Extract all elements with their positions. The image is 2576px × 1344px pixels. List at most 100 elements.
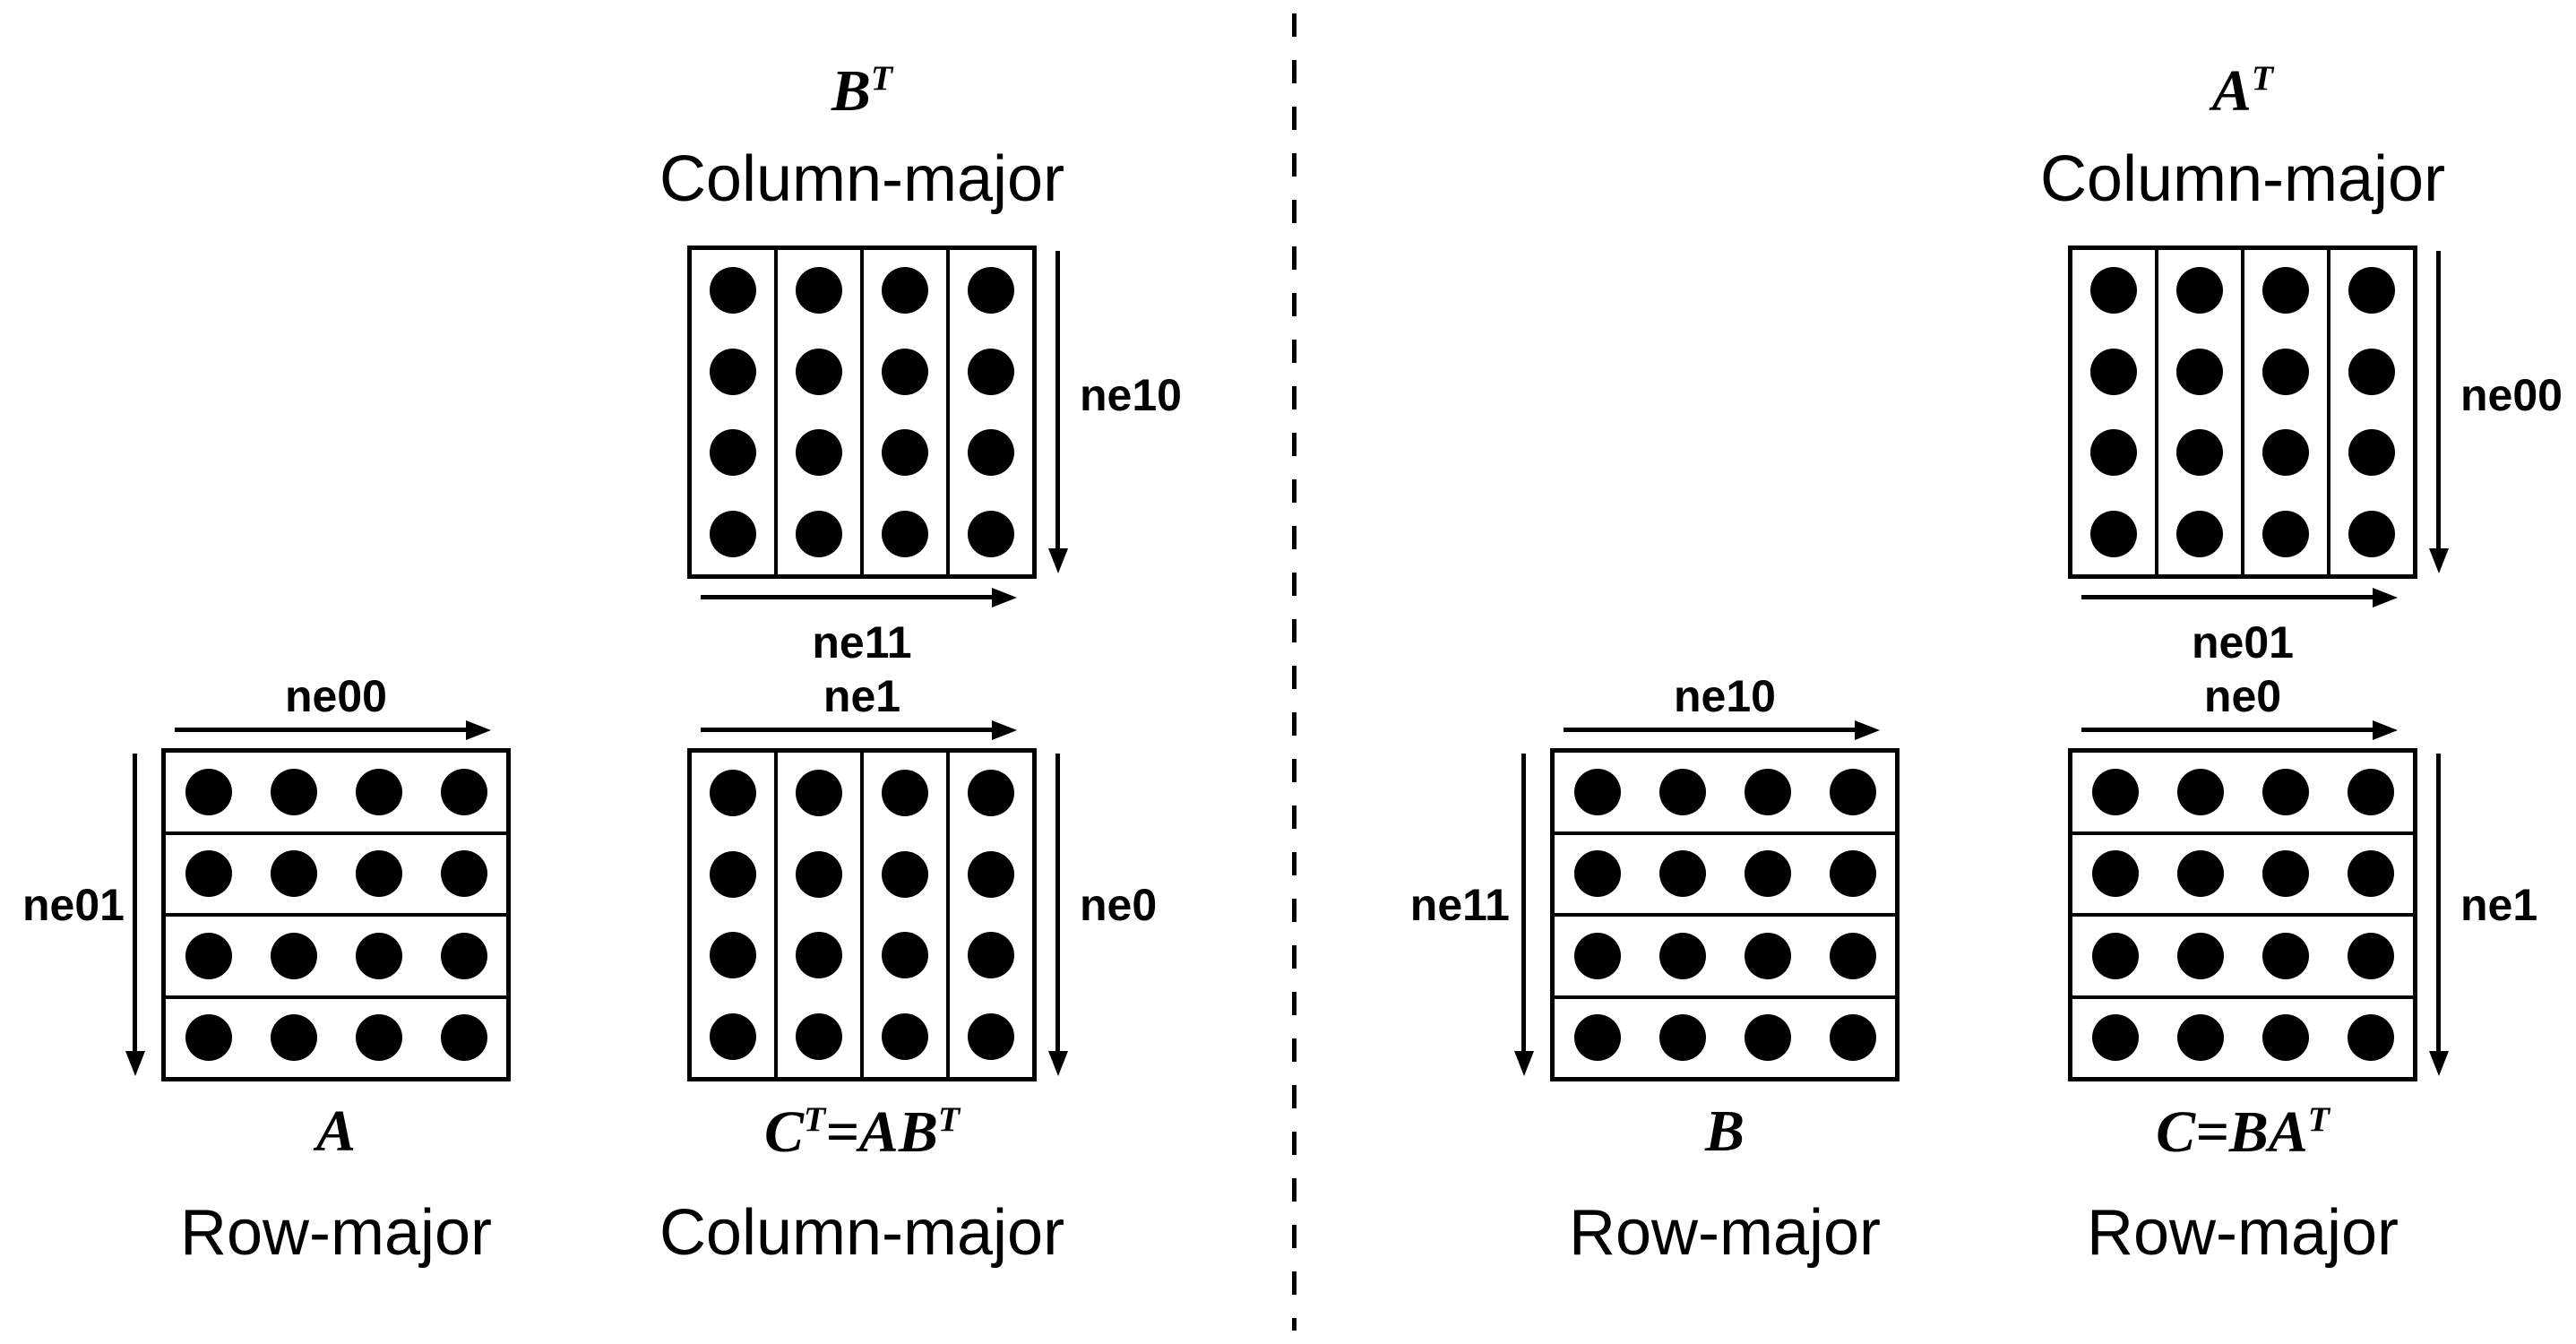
column-strip — [864, 250, 950, 574]
matrix-element-dot — [1744, 932, 1791, 979]
matrix-element-dot — [2091, 932, 2139, 979]
column-strip — [2330, 250, 2413, 574]
matrix-element-dot — [882, 932, 928, 979]
matrix-element-dot — [710, 267, 756, 314]
matrix-element-dot — [1573, 768, 1621, 815]
matrix-title-ct: CT=ABT — [598, 1099, 1126, 1165]
down-arrow-icon — [2436, 754, 2441, 1051]
matrix-element-dot — [440, 850, 487, 898]
matrix-element-dot — [1658, 768, 1706, 815]
column-strip — [778, 753, 864, 1077]
matrix-element-dot — [440, 932, 487, 979]
row-strip — [2072, 835, 2413, 917]
matrix-element-dot — [882, 267, 928, 314]
matrix-element-dot — [796, 348, 842, 395]
layout-label-at: Column-major — [2039, 143, 2446, 215]
math-base: B — [831, 58, 871, 124]
matrix-element-dot — [882, 429, 928, 477]
matrix-title-c: C=BAT — [1978, 1099, 2507, 1162]
right-arrow-icon — [2081, 595, 2373, 599]
arrow-label-ne1: ne1 — [2460, 880, 2538, 930]
row-strip — [1555, 917, 1895, 999]
matrix-element-dot — [882, 348, 928, 395]
down-arrow-icon — [1055, 251, 1060, 548]
down-arrow-icon — [1055, 754, 1060, 1051]
matrix-element-dot — [882, 510, 928, 557]
matrix-element-dot — [796, 510, 842, 557]
arrow-label-ne00: ne00 — [2460, 370, 2563, 420]
layout-label-a: Row-major — [179, 1197, 493, 1269]
matrix-element-dot — [1829, 768, 1876, 815]
matrix-element-dot — [1744, 850, 1791, 898]
right-arrow-icon — [1564, 728, 1855, 732]
matrix-element-dot — [1658, 850, 1706, 898]
matrix-grid-c — [2068, 748, 2417, 1081]
arrow-label-ne11: ne11 — [1409, 880, 1510, 930]
math-sup: T — [2307, 1099, 2330, 1139]
matrix-element-dot — [1744, 1014, 1791, 1062]
matrix-element-dot — [2176, 768, 2224, 815]
math-sup: T — [870, 58, 893, 98]
matrix-element-dot — [2348, 267, 2395, 314]
down-arrow-icon — [1521, 754, 1526, 1051]
matrix-grid-bt — [687, 246, 1037, 579]
matrix-element-dot — [710, 932, 756, 979]
matrix-element-dot — [1573, 932, 1621, 979]
matrix-element-dot — [2348, 348, 2395, 395]
matrix-element-dot — [2090, 348, 2137, 395]
matrix-element-dot — [882, 770, 928, 817]
matrix-element-dot — [2176, 510, 2223, 557]
arrow-label-ne01: ne01 — [22, 880, 125, 930]
matrix-element-dot — [968, 770, 1014, 817]
row-strip — [2072, 999, 2413, 1078]
matrix-element-dot — [2090, 429, 2137, 477]
row-strip — [166, 917, 506, 999]
right-arrow-icon — [701, 595, 992, 599]
matrix-element-dot — [968, 850, 1014, 898]
matrix-element-dot — [440, 1014, 487, 1062]
matrix-element-dot — [2262, 768, 2309, 815]
matrix-element-dot — [355, 768, 402, 815]
matrix-element-dot — [2176, 932, 2224, 979]
math-sup: T — [2251, 58, 2274, 98]
math-base: A — [2211, 58, 2252, 124]
matrix-element-dot — [796, 267, 842, 314]
matrix-element-dot — [710, 429, 756, 477]
matrix-element-dot — [2262, 1014, 2309, 1062]
matrix-element-dot — [2347, 1014, 2394, 1062]
column-strip — [950, 753, 1032, 1077]
matrix-title-a: A — [161, 1102, 511, 1161]
matrix-element-dot — [2090, 267, 2137, 314]
matrix-element-dot — [2090, 510, 2137, 557]
matrix-element-dot — [1658, 932, 1706, 979]
matrix-element-dot — [2347, 850, 2394, 898]
column-strip — [2244, 250, 2330, 574]
row-strip — [2072, 753, 2413, 835]
matrix-element-dot — [355, 850, 402, 898]
matrix-element-dot — [2348, 429, 2395, 477]
math-base: =AB — [825, 1099, 938, 1165]
layout-label-bt: Column-major — [659, 143, 1065, 215]
matrix-element-dot — [968, 1012, 1014, 1060]
row-strip — [2072, 917, 2413, 999]
down-arrow-icon — [2436, 251, 2441, 548]
matrix-element-dot — [796, 932, 842, 979]
matrix-element-dot — [185, 1014, 232, 1062]
matrix-element-dot — [1829, 850, 1876, 898]
matrix-element-dot — [796, 1012, 842, 1060]
column-strip — [2072, 250, 2158, 574]
matrix-element-dot — [440, 768, 487, 815]
arrow-label-ne1: ne1 — [823, 671, 901, 721]
column-strip — [864, 753, 950, 1077]
matrix-element-dot — [2176, 348, 2223, 395]
matrix-element-dot — [270, 850, 317, 898]
dashed-divider — [1292, 13, 1297, 1331]
column-strip — [692, 250, 778, 574]
arrow-label-ne01: ne01 — [2192, 617, 2294, 668]
arrow-label-ne0: ne0 — [2203, 671, 2282, 721]
matrix-element-dot — [968, 932, 1014, 979]
column-strip — [950, 250, 1032, 574]
matrix-element-dot — [2091, 768, 2139, 815]
matrix-title-at: AT — [2068, 58, 2417, 124]
matrix-element-dot — [968, 267, 1014, 314]
